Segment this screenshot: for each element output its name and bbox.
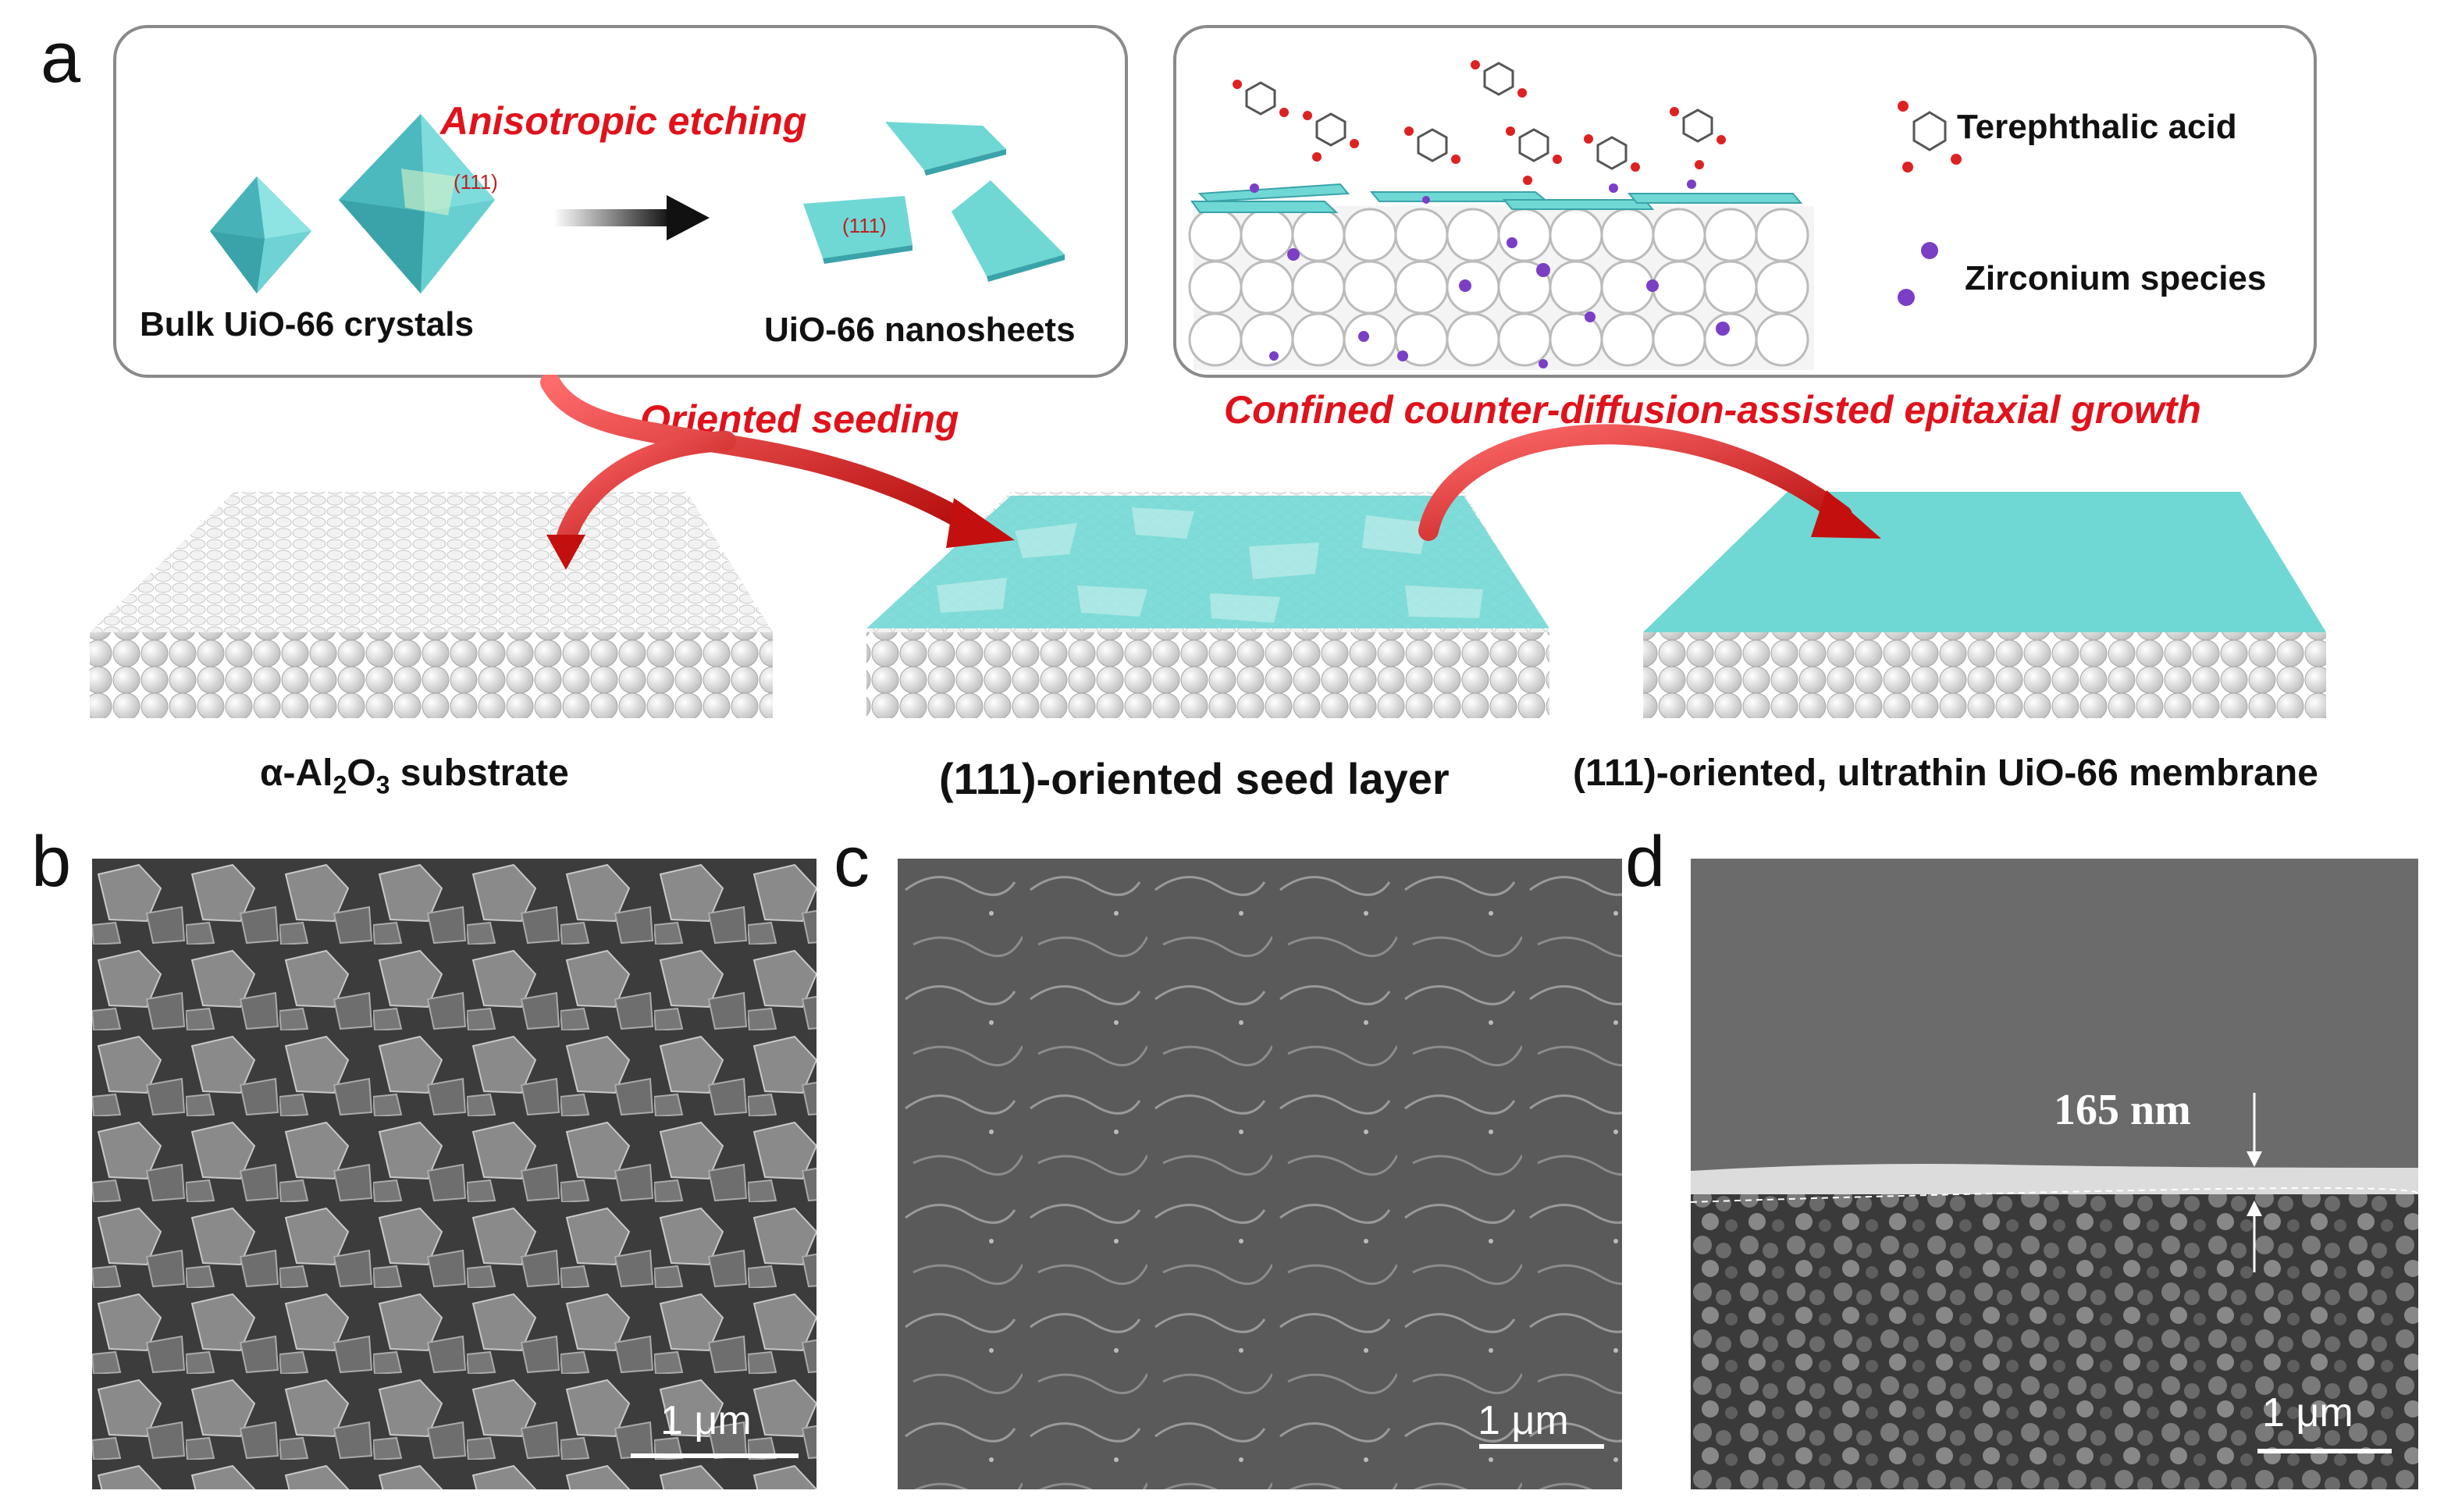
scalebar-d-label: 1 μm bbox=[2262, 1389, 2353, 1436]
panel-label-c: c bbox=[834, 826, 870, 898]
growth-illustration bbox=[1176, 28, 2320, 381]
alumina-caption-sub1: 2 bbox=[333, 771, 347, 799]
support-spheres bbox=[1190, 206, 1814, 370]
etching-box: Anisotropic etching bbox=[113, 25, 1128, 378]
panel-label-a: a bbox=[41, 22, 80, 94]
alumina-substrate bbox=[90, 492, 773, 718]
nanosheets-caption: UiO-66 nanosheets bbox=[764, 311, 1076, 350]
legend-terephthalic-acid: Terephthalic acid bbox=[1957, 108, 2237, 147]
sem-image-b: 1 μm bbox=[92, 859, 816, 1489]
bulk-crystal-small bbox=[210, 176, 311, 294]
bulk-crystal-large bbox=[339, 114, 495, 294]
growth-box: Terephthalic acid Zirconium species bbox=[1173, 25, 2317, 378]
alumina-caption-mid: O bbox=[347, 752, 375, 794]
scalebar-c-label: 1 μm bbox=[1478, 1397, 1569, 1444]
bulk-crystals-caption: Bulk UiO-66 crystals bbox=[140, 305, 474, 344]
alumina-caption-sub2: 3 bbox=[376, 771, 390, 799]
seed-layer-caption: (111)-oriented seed layer bbox=[939, 753, 1450, 804]
alumina-caption-prefix: α-Al bbox=[260, 752, 333, 794]
panel-label-d: d bbox=[1625, 826, 1665, 898]
scalebar-b bbox=[631, 1453, 799, 1458]
sem-image-c: 1 μm bbox=[898, 859, 1622, 1489]
membrane-caption: (111)-oriented, ultrathin UiO-66 membran… bbox=[1573, 752, 2318, 795]
panel-label-b: b bbox=[31, 826, 71, 898]
etching-arrow bbox=[553, 195, 710, 240]
membrane-substrate bbox=[1643, 492, 2326, 718]
acid-molecules bbox=[1233, 60, 1962, 185]
crystal-face-label: (111) bbox=[454, 170, 498, 194]
alumina-caption: α-Al2O3 substrate bbox=[260, 752, 569, 800]
sheet-face-label: (111) bbox=[842, 214, 887, 238]
sem-image-d: 165 nm 1 μm bbox=[1691, 859, 2418, 1489]
scalebar-b-label: 1 μm bbox=[660, 1397, 752, 1444]
alumina-caption-suffix: substrate bbox=[390, 752, 568, 794]
substrate-row bbox=[0, 375, 2444, 742]
thickness-label: 165 nm bbox=[2054, 1085, 2191, 1135]
legend-zirconium: Zirconium species bbox=[1965, 259, 2266, 298]
nanosheets bbox=[803, 122, 1065, 282]
scalebar-c bbox=[1479, 1444, 1604, 1449]
scalebar-d bbox=[2257, 1449, 2392, 1453]
